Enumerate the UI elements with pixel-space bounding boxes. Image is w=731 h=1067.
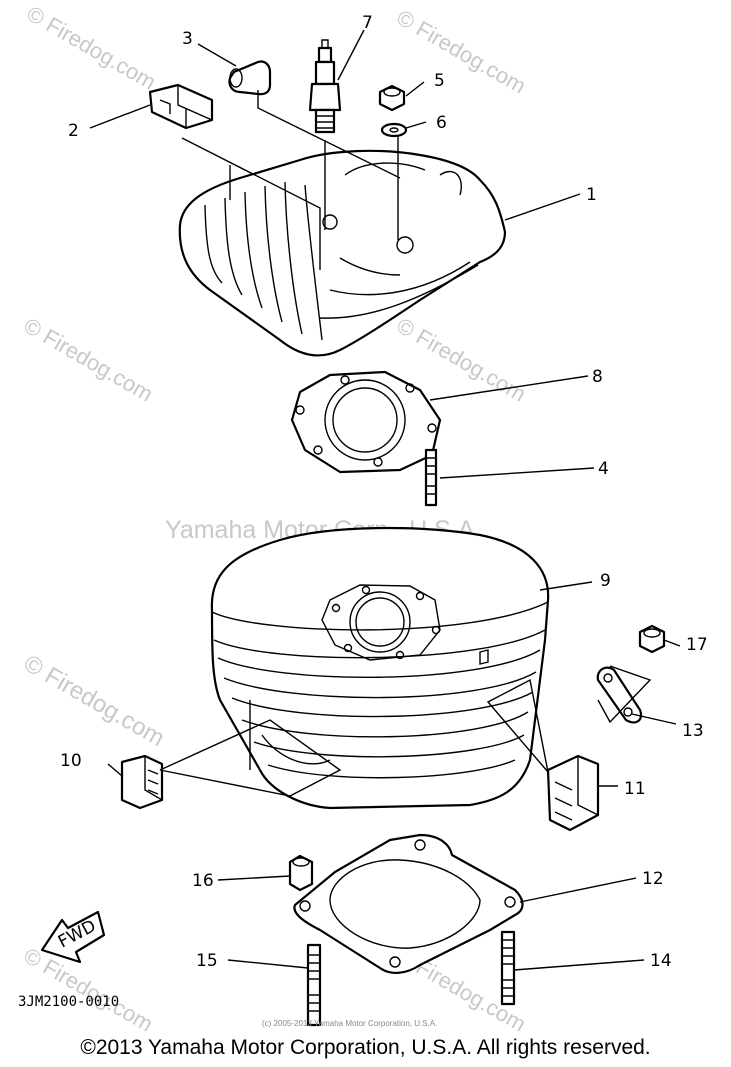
label-13: 13 [682,721,704,741]
leader-lines [89,29,681,971]
base-gasket [293,833,524,974]
label-12: 12 [642,869,664,889]
label-7: 7 [362,13,373,33]
damper-right [546,754,600,832]
damper-top [148,83,214,130]
label-10: 10 [60,751,82,771]
watermark-site-top-right: © Firedog.com [393,5,531,99]
cylinder [210,526,550,810]
nut-small [288,854,314,892]
watermark-site-top-left: © Firedog.com [23,1,161,95]
label-6: 6 [436,113,447,133]
label-17: 17 [686,635,708,655]
stud-short [424,448,438,507]
label-9: 9 [600,571,611,591]
cap [228,60,272,96]
label-15: 15 [196,951,218,971]
label-1: 1 [586,185,597,205]
model-code: 3JM2100-0010 [18,994,119,1010]
watermark-site-bottom-left: © Firedog.com [20,943,158,1037]
bracket [596,666,643,724]
label-5: 5 [434,71,445,91]
label-14: 14 [650,951,672,971]
label-8: 8 [592,367,603,387]
part-labels: 1 2 3 4 5 6 7 8 9 10 11 12 13 14 15 16 1… [60,13,708,971]
label-11: 11 [624,779,646,799]
nut-top [378,84,406,112]
footer-copyright: ©2013 Yamaha Motor Corporation, U.S.A. A… [80,1036,651,1059]
label-3: 3 [182,29,193,49]
spark-plug [308,39,342,134]
washer [380,122,408,138]
label-16: 16 [192,871,214,891]
stud-left [306,943,322,1027]
small-copyright: (c) 2005-2013 Yamaha Motor Corporation, … [262,1019,437,1028]
nut-side [638,624,666,654]
watermark-site-mid-left: © Firedog.com [20,313,158,407]
cylinder-head [178,149,507,357]
watermark-site-left: © Firedog.com [19,650,169,752]
stud-right [500,930,516,1006]
head-gasket [290,370,442,474]
label-4: 4 [598,459,609,479]
label-2: 2 [68,121,79,141]
damper-left [120,754,164,810]
